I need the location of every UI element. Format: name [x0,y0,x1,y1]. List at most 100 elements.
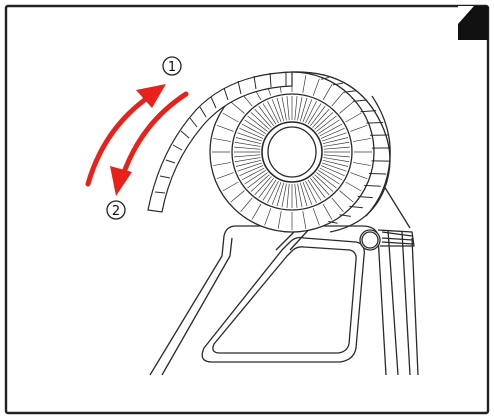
band-segment [165,159,176,164]
hatch-line [247,172,268,189]
hatch-line [323,146,350,150]
edge-segment [349,205,363,209]
hatch-line [312,176,330,196]
hatch-line [318,119,340,134]
hatch-line [302,75,307,93]
edge-segment [364,184,381,187]
band-segment [154,191,166,194]
hatch-line [323,154,350,158]
hatch-line [312,78,320,96]
hatch-line [281,96,287,121]
hatch-line [322,84,333,101]
hatch-line [234,141,261,147]
hatch-line [216,124,234,132]
hatch-line [250,112,270,130]
hatch-line [319,123,343,137]
hatch-line [244,170,266,185]
hatch-line [350,124,368,132]
hatch-line [237,162,263,172]
hatch-line [235,159,262,167]
hatch-line [319,167,343,181]
band-segment [210,96,217,109]
arrow-down-head [110,166,132,196]
paper-band [147,71,293,213]
hatch-line [262,179,277,201]
hatch-line [302,211,307,229]
rotation-arrows [85,84,189,196]
hatch-line [271,181,282,205]
hatch-line [302,181,313,205]
hatch-line [320,128,345,139]
edge-segment [328,221,338,224]
hatch-line [254,176,272,196]
edge-segment [339,214,352,217]
hatch-line [230,101,245,114]
hatch-line [297,183,303,208]
hatch-line [213,162,232,166]
hatch-line [230,190,245,203]
band-segment [269,72,272,88]
hatch-line [345,181,362,192]
hatch-line [213,138,232,142]
hatch-line [240,197,253,212]
edge-segment [366,121,384,124]
band-segment [180,130,190,139]
hatch-line [320,165,345,176]
hatch-line [235,137,262,145]
hatch-line [222,181,239,192]
edge-segment [357,196,373,199]
holder-icon [149,185,419,376]
hatch-line [234,157,261,163]
hatch-line [237,132,263,142]
roll-edge-segments [320,76,390,224]
hatch-line [312,208,320,226]
hatch-line [321,162,347,172]
hatch-line [299,182,308,207]
hatch-line [305,101,317,124]
arrow-up-icon [85,93,153,187]
hatch-line [297,96,303,121]
hatch-line [310,178,326,199]
hatch-line [345,112,362,123]
hatch-line [286,183,290,208]
hatch-line [339,101,354,114]
edge-segment [360,110,377,113]
hatch-line [316,172,337,189]
hatch-line [307,103,322,125]
hatch-line [316,115,337,132]
hatch-line [299,97,308,122]
hatch-line [250,174,270,192]
hatch-line [350,172,368,180]
band-segment [237,80,242,95]
hatch-line [323,157,350,163]
arrow-down-icon [119,91,189,181]
hatch-line [258,178,274,199]
band-segment [223,87,229,101]
hatch-line [310,105,326,126]
paper-band-segments [154,72,287,194]
hatch-line [352,162,371,166]
hatch-line [244,119,266,134]
hatch-line [323,141,350,147]
hatch-line [294,96,298,121]
step-2-number: 2 [112,204,120,219]
hatch-line [322,159,349,167]
band-segment [253,75,257,90]
hatch-line [254,108,272,128]
hatch-line [305,180,317,203]
hatch-line [247,115,268,132]
step-label-1: 1 [162,56,182,76]
band-segment [189,117,198,128]
hatch-line [222,112,239,123]
hatch-line [312,108,330,128]
edge-segment [343,90,356,93]
hatch-line [322,137,349,145]
hatch-line [239,128,264,139]
hatch-line [314,112,334,130]
hatch-line [216,172,234,180]
hatch-line [241,167,265,181]
hatch-line [234,154,261,158]
hatch-line [264,208,272,226]
step-label-2: 2 [106,200,126,220]
